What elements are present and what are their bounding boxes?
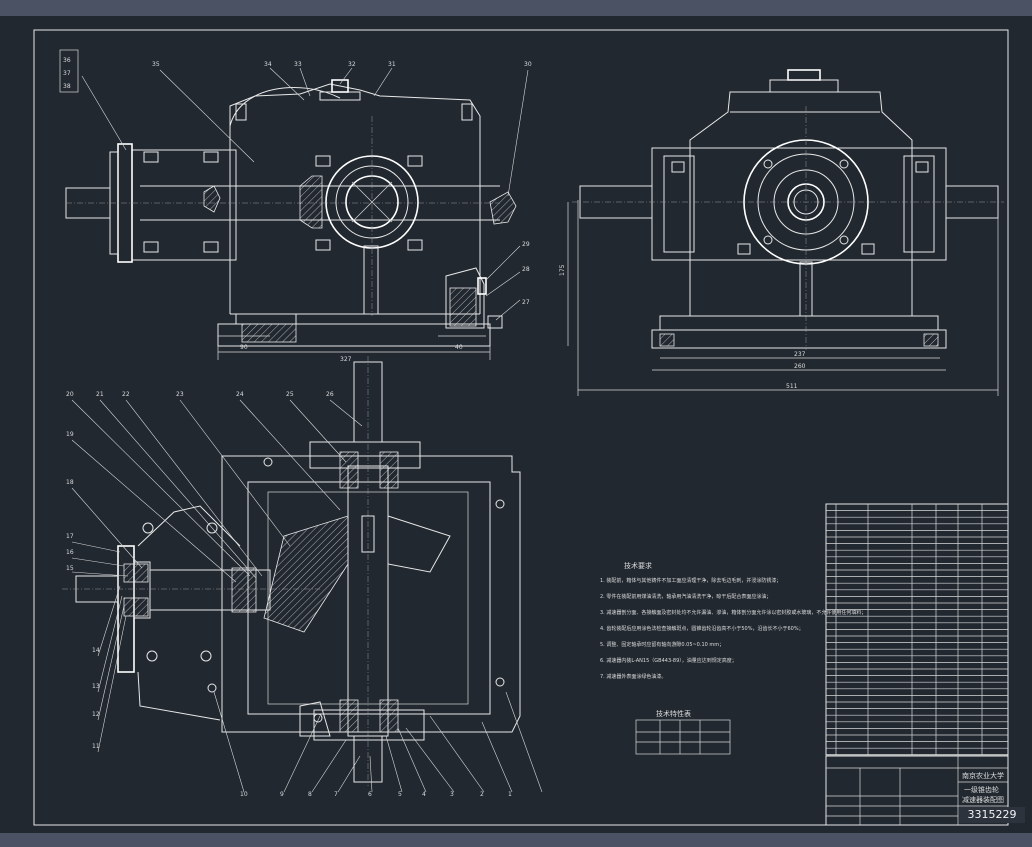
bottom-status-bar	[0, 833, 1032, 847]
spec-table-title: 技术特性表	[656, 709, 691, 718]
watermark-id: 3315229	[959, 807, 1025, 823]
svg-text:20: 20	[66, 391, 74, 398]
svg-text:4: 4	[422, 791, 426, 798]
svg-text:17: 17	[66, 533, 74, 540]
svg-text:6. 减速器内装L-AN15（GB443-89），油量应达到: 6. 减速器内装L-AN15（GB443-89），油量应达到规定高度；	[600, 657, 737, 664]
svg-text:4. 齿轮装配后应用涂色法检查接触斑点，圆锥齿轮沿齿高不小于: 4. 齿轮装配后应用涂色法检查接触斑点，圆锥齿轮沿齿高不小于50%，沿齿长不小于…	[600, 625, 804, 632]
svg-text:22: 22	[122, 391, 130, 398]
drawing-canvas[interactable]: 90 327 40	[0, 16, 1032, 833]
svg-text:2. 零件在装配前用煤油清洗，轴承用汽油清洗干净，晾干后配合: 2. 零件在装配前用煤油清洗，轴承用汽油清洗干净，晾干后配合表面应涂油；	[600, 593, 771, 600]
svg-text:5: 5	[398, 791, 402, 798]
svg-text:31: 31	[388, 61, 396, 68]
dim-front-base-left: 90	[240, 344, 248, 351]
svg-text:1: 1	[508, 791, 512, 798]
svg-text:32: 32	[348, 61, 356, 68]
leader-lines	[71, 67, 543, 793]
svg-text:16: 16	[66, 549, 74, 556]
svg-text:35: 35	[152, 61, 160, 68]
top-toolbar	[0, 0, 1032, 16]
svg-text:21: 21	[96, 391, 104, 398]
dim-side-outer: 260	[794, 363, 806, 370]
svg-text:1. 装配前，箱体与其他铸件不加工面应清理干净，除去毛边毛刺: 1. 装配前，箱体与其他铸件不加工面应清理干净，除去毛边毛刺，并浸涂防锈漆；	[600, 577, 781, 584]
svg-text:28: 28	[522, 266, 530, 273]
dim-front-base-total: 327	[340, 356, 352, 363]
svg-text:5. 调整、固定轴承时应留有轴向游隙0.05~0.10 mm: 5. 调整、固定轴承时应留有轴向游隙0.05~0.10 mm；	[600, 641, 724, 648]
title-name-1: 一级锥齿轮	[964, 785, 999, 794]
svg-text:6: 6	[368, 791, 372, 798]
svg-text:11: 11	[92, 743, 100, 750]
notes-title: 技术要求	[624, 561, 652, 570]
svg-text:2: 2	[480, 791, 484, 798]
title-school: 南京农业大学	[962, 771, 1004, 780]
svg-text:30: 30	[524, 61, 532, 68]
svg-text:24: 24	[236, 391, 244, 398]
svg-text:36: 36	[63, 57, 71, 64]
drawing-frame	[33, 29, 1009, 826]
dim-side-inner: 237	[794, 351, 806, 358]
svg-text:3: 3	[450, 791, 454, 798]
svg-text:9: 9	[280, 791, 284, 798]
svg-text:25: 25	[286, 391, 294, 398]
svg-text:29: 29	[522, 241, 530, 248]
title-block: 南京农业大学 一级锥齿轮 减速器装配图	[825, 755, 1009, 826]
svg-text:34: 34	[264, 61, 272, 68]
svg-text:38: 38	[63, 83, 71, 90]
svg-text:27: 27	[522, 299, 530, 306]
svg-text:26: 26	[326, 391, 334, 398]
cad-drawing: 90 327 40	[33, 29, 1009, 826]
svg-text:14: 14	[92, 647, 100, 654]
svg-text:33: 33	[294, 61, 302, 68]
title-name-2: 减速器装配图	[962, 795, 1004, 804]
technical-notes: 技术要求 1. 装配前，箱体与其他铸件不加工面应清理干净，除去毛边毛刺，并浸涂防…	[600, 561, 866, 755]
front-view: 90 327 40	[65, 79, 517, 363]
svg-text:7: 7	[334, 791, 338, 798]
svg-text:23: 23	[176, 391, 184, 398]
dim-front-base-right: 40	[455, 344, 463, 351]
side-view: 237 260 511 175	[559, 69, 1004, 396]
svg-text:18: 18	[66, 479, 74, 486]
svg-text:7. 减速器外表面涂绿色油漆。: 7. 减速器外表面涂绿色油漆。	[600, 673, 666, 680]
dim-side-overall: 511	[786, 383, 798, 390]
svg-text:12: 12	[92, 711, 100, 718]
svg-text:37: 37	[63, 70, 71, 77]
svg-text:19: 19	[66, 431, 74, 438]
svg-text:8: 8	[308, 791, 312, 798]
dim-side-height: 175	[559, 264, 566, 276]
plan-view	[62, 356, 521, 786]
svg-text:15: 15	[66, 565, 74, 572]
part-number-labels: 36 37 38 35 34 33 32 31 30 29 28 27 20 2…	[59, 49, 532, 798]
parts-list	[825, 503, 1009, 756]
svg-text:10: 10	[240, 791, 248, 798]
svg-text:13: 13	[92, 683, 100, 690]
svg-text:3. 减速器剖分面、各接触面及密封处均不允许漏油、渗油，箱体: 3. 减速器剖分面、各接触面及密封处均不允许漏油、渗油，箱体剖分面允许涂以密封胶…	[600, 609, 866, 616]
